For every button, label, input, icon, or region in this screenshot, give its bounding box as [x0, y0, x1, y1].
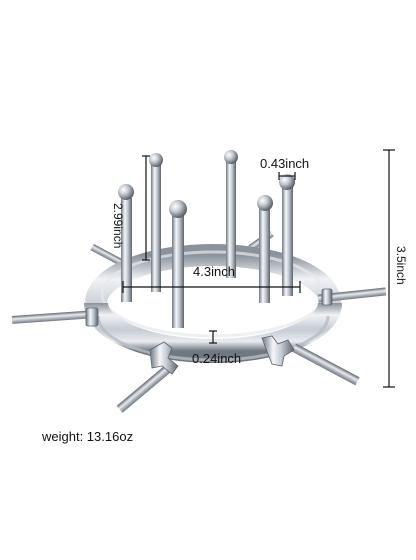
rod-length-label: 2.99inch	[111, 203, 125, 249]
knob-size-label: 0.43inch	[260, 156, 310, 171]
ring-front	[84, 301, 342, 363]
total-height-label: 3.5inch	[394, 246, 408, 285]
vertical-rods	[118, 150, 295, 328]
inner-diameter-label: 4.3inch	[193, 264, 235, 279]
dimension-lines	[122, 149, 395, 388]
weight-label: weight: 13.16oz	[42, 429, 134, 444]
thickness-label: 0.24inch	[192, 351, 242, 366]
screw-rods	[11, 287, 387, 413]
wing-nuts	[85, 288, 333, 375]
